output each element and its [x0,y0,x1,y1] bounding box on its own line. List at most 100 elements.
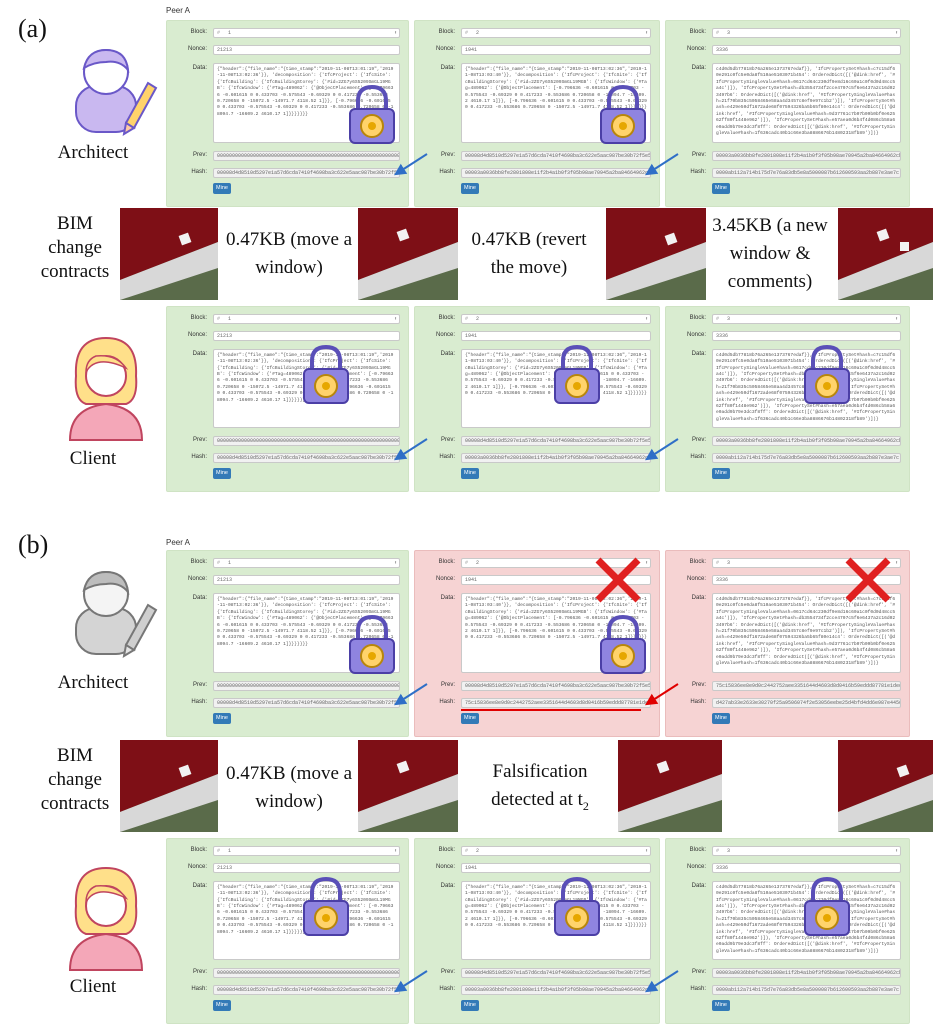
block-number-input[interactable]: #3⬍ [712,313,901,324]
mine-button[interactable]: Mine [461,468,479,480]
block-number-input[interactable]: #1⬍ [213,558,400,568]
architect-label-b: Architect [57,672,129,693]
nonce-input[interactable]: 1941 [461,330,651,341]
bim-model-thumbnail [120,208,218,300]
stepper-icon[interactable]: ⬍ [644,315,648,322]
nonce-input[interactable]: 1941 [461,45,651,55]
stepper-icon[interactable]: ⬍ [894,560,898,566]
mine-button[interactable]: Mine [461,183,479,194]
mine-button[interactable]: Mine [712,1000,730,1012]
nonce-input[interactable]: 3336 [712,330,901,341]
hash-symbol: # [465,847,469,854]
nonce-input[interactable]: 3336 [712,45,901,55]
block-number: 2 [476,847,480,854]
mine-button[interactable]: Mine [213,468,231,480]
data-textarea[interactable]: c4d0d5db77818b76a265e1373767edaf}}, 'Ifc… [712,593,901,673]
field-label: Data: [440,350,455,357]
block-number-input[interactable]: #3⬍ [712,845,901,856]
block-number-input[interactable]: #1 ⬍ [213,313,400,324]
field-label: Data: [691,595,706,601]
bim-model-thumbnail [838,208,933,300]
chain-link-arrow [644,970,679,993]
block-number: 1 [228,847,232,854]
stepper-icon[interactable]: ⬍ [393,847,397,854]
hash-field: 00008d4d8510d5297e1a57d6cda7410f4698ba3c… [213,168,400,178]
lock-icon [554,344,600,404]
block-number-input[interactable]: #1⬍ [213,28,400,38]
lock-icon [349,84,395,144]
mine-button[interactable]: Mine [213,183,231,194]
chain-link-arrow [393,438,428,461]
block-number-input[interactable]: #2⬍ [461,313,651,324]
chain-link-arrow [393,683,428,706]
field-label: Hash: [690,986,706,993]
block-number-input[interactable]: #1⬍ [213,845,400,856]
lock-icon [804,876,850,936]
mine-button[interactable]: Mine [213,713,231,724]
block-number-input[interactable]: #2⬍ [461,28,651,38]
lock-icon [804,344,850,404]
mine-button[interactable]: Mine [712,468,730,480]
prev-hash-field: 0000000000000000000000000000000000000000… [213,151,400,161]
field-label: Prev: [440,437,455,444]
nonce-input[interactable]: 21213 [213,575,400,585]
lock-icon [349,614,395,674]
stepper-icon[interactable]: ⬍ [894,847,898,854]
hash-symbol: # [716,315,720,322]
stepper-icon[interactable]: ⬍ [644,847,648,854]
mine-button[interactable]: Mine [461,1000,479,1012]
data-textarea[interactable]: c4d0d5db77818b76a265e1373767edaf}}, 'Ifc… [712,63,901,143]
stepper-icon[interactable]: ⬍ [894,315,898,322]
block-card-1: Block:Nonce:Data:Prev:Hash:#1⬍21213{"hea… [166,20,409,207]
stepper-icon[interactable]: ⬍ [393,315,397,322]
chain-link-arrow [644,683,679,706]
block-number-input[interactable]: #3⬍ [712,558,901,568]
field-label: Block: [689,559,706,565]
hash-symbol: # [465,315,469,322]
field-label: Nonce: [187,576,207,582]
data-textarea[interactable]: {"header":{"file_name":"{time_stamp":"20… [213,63,400,143]
hash-symbol: # [217,315,221,322]
bim-model-thumbnail [618,740,722,832]
nonce-input[interactable]: 3336 [712,575,901,585]
nonce-input[interactable]: 21213 [213,862,400,873]
block-card-2: Block:Nonce:Data:Prev:Hash:#2⬍1941{"head… [414,550,660,737]
nonce-input[interactable]: 1941 [461,862,651,873]
block-number-input[interactable]: #2 ⬍ [461,845,651,856]
stepper-icon[interactable]: ⬍ [894,30,898,36]
block-number: 3 [727,847,731,854]
nonce-input[interactable]: 1941 [461,575,651,585]
field-label: Data: [192,65,207,71]
hash-symbol: # [217,30,221,36]
nonce-input[interactable]: 3336 [712,862,901,873]
field-label: Prev: [691,682,706,688]
block-number-input[interactable]: #3⬍ [712,28,901,38]
client-label-a: Client [69,448,117,469]
field-label: Data: [440,882,455,889]
lock-icon [600,84,646,144]
mine-button[interactable]: Mine [213,1000,231,1012]
stepper-icon[interactable]: ⬍ [393,30,397,36]
field-label: Data: [440,65,455,71]
size-label-a2: 0.47KB (revert the move) [471,229,587,278]
mine-button[interactable]: Mine [712,183,730,194]
block-number: 2 [476,560,480,566]
prev-hash-field: 00008d4d8510d5297e1a57d6cda7410f4698ba3c… [461,436,651,447]
block-number: 1 [228,315,232,322]
nonce-input[interactable]: 21213 [213,330,400,341]
stepper-icon[interactable]: ⬍ [644,30,648,36]
mine-button[interactable]: Mine [712,713,730,724]
bim-model-thumbnail [120,740,218,832]
field-label: Data: [440,595,455,601]
nonce-input[interactable]: 21213 [213,45,400,55]
stepper-icon[interactable]: ⬍ [644,560,648,566]
invalid-cross-icon [845,557,891,603]
field-label: Hash: [439,454,455,461]
hash-field: 0000ab112a714b175d7e76a83db5e8a5000087b6… [712,453,901,464]
size-label-a3: 3.45KB (a new window & comments) [712,215,828,292]
mine-button[interactable]: Mine [461,713,479,724]
field-label: Hash: [690,454,706,461]
block-number-input[interactable]: #2⬍ [461,558,651,568]
stepper-icon[interactable]: ⬍ [393,560,397,566]
